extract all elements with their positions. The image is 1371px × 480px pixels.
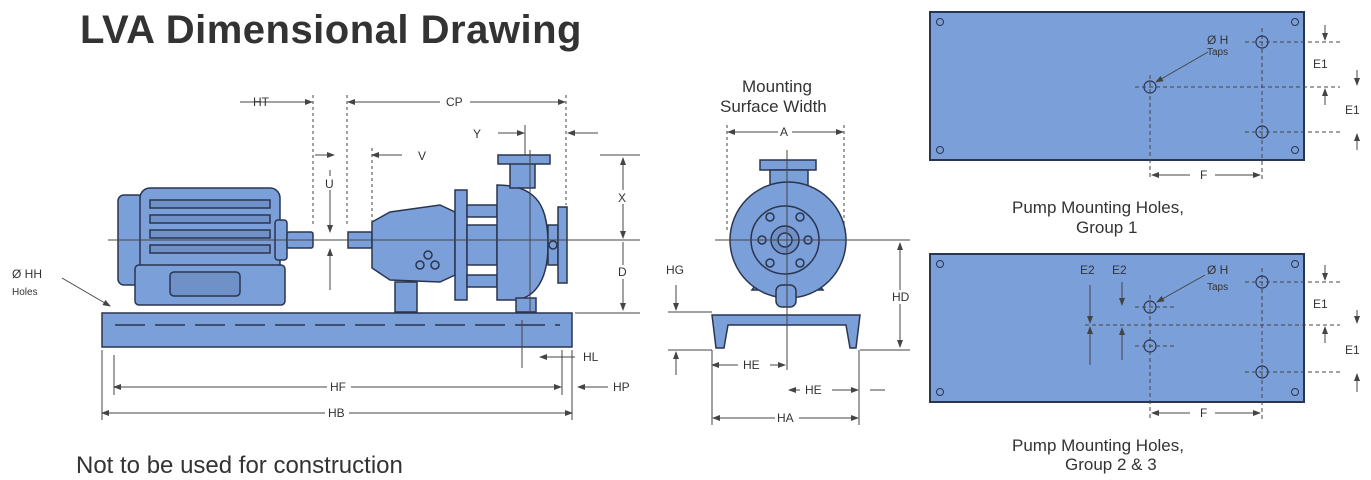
dim-label-hf: HF: [330, 380, 346, 394]
plate2-dim-e2-2: E2: [1112, 263, 1127, 277]
dim-label-d: D: [618, 265, 627, 279]
dim-label-a: A: [780, 125, 788, 139]
dim-label-he-1: HE: [743, 358, 760, 372]
pump-volute: [496, 154, 568, 313]
plate1-caption-line2: Group 1: [1076, 218, 1137, 237]
plate2-caption-line2: Group 2 & 3: [1065, 455, 1157, 474]
plate1-dim-e1-1: E1: [1313, 57, 1328, 71]
mounting-plate-group-2-3: E2 E2 Ø H Taps E1 E1 F Pump Mounting Hol…: [929, 253, 1360, 474]
dim-label-v: V: [418, 149, 426, 163]
holes-sub-label: Holes: [12, 287, 38, 298]
plate2-dim-e1-2: E1: [1345, 343, 1360, 357]
dim-label-he-2: HE: [805, 383, 822, 397]
motor: [117, 187, 314, 306]
plate1-dim-e1-2: E1: [1345, 103, 1360, 117]
side-view: HT CP Y V U X D HL: [12, 95, 640, 420]
dim-label-x: X: [618, 191, 626, 205]
dim-label-hg: HG: [666, 263, 684, 277]
plate1-tap-sub-label: Taps: [1207, 47, 1228, 58]
plate2-caption-line1: Pump Mounting Holes,: [1012, 436, 1184, 455]
dim-label-ht: HT: [253, 95, 270, 109]
plate2-tap-label: Ø H: [1207, 263, 1228, 277]
page-title: LVA Dimensional Drawing: [80, 8, 582, 52]
plate2-dim-e2-1: E2: [1080, 263, 1095, 277]
plate1-tap-label: Ø H: [1207, 33, 1228, 47]
dim-label-cp: CP: [446, 95, 463, 109]
construction-note: Not to be used for construction: [76, 452, 403, 479]
plate2-dim-f: F: [1200, 406, 1207, 420]
dim-label-hp: HP: [613, 380, 630, 394]
dim-label-hb: HB: [328, 406, 345, 420]
plate2-tap-sub-label: Taps: [1207, 282, 1228, 293]
mounting-caption-line2: Surface Width: [720, 97, 827, 116]
dim-label-hd: HD: [892, 290, 910, 304]
bearing-frame: [371, 189, 498, 313]
holes-label: Ø HH: [12, 267, 42, 281]
end-view: Mounting Surface Width A: [666, 77, 911, 425]
base-plate: [101, 312, 573, 348]
dim-label-hl: HL: [583, 350, 599, 364]
dim-label-y: Y: [473, 127, 481, 141]
dim-label-u: U: [325, 177, 334, 191]
mounting-plate-group-1: Ø H Taps E1 E1 F Pump Mounting Holes, Gr…: [929, 11, 1360, 237]
plate1-caption-line1: Pump Mounting Holes,: [1012, 198, 1184, 217]
mounting-caption-line1: Mounting: [742, 77, 812, 96]
dim-label-ha: HA: [777, 411, 794, 425]
plate2-dim-e1-1: E1: [1313, 297, 1328, 311]
plate1-dim-f: F: [1200, 168, 1207, 182]
